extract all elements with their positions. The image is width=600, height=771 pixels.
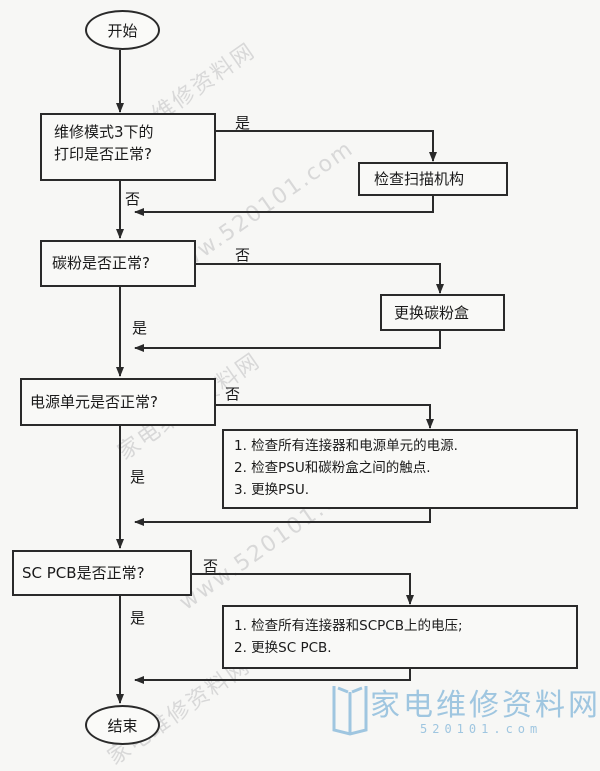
decision-text-line: 打印是否正常?	[54, 145, 152, 163]
no-label: 否	[235, 246, 251, 264]
no-label: 否	[203, 557, 219, 575]
action-text-line: 2. 检查PSU和碳粉盒之间的触点.	[234, 460, 431, 476]
action-check-psu: 1. 检查所有连接器和电源单元的电源. 2. 检查PSU和碳粉盒之间的触点. 3…	[222, 429, 578, 509]
no-label: 否	[125, 190, 141, 208]
decision-text-line: SC PCB是否正常?	[22, 564, 145, 582]
end-label: 结束	[107, 716, 138, 735]
action-text-line: 1. 检查所有连接器和SCPCB上的电压;	[234, 618, 463, 634]
yes-label: 是	[132, 319, 148, 337]
action-check-sc-pcb: 1. 检查所有连接器和SCPCB上的电压; 2. 更换SC PCB.	[222, 605, 578, 669]
start-terminal: 开始	[85, 10, 160, 50]
no-label: 否	[225, 385, 241, 403]
flowchart-canvas: 家电维修资料网 www.520101.com 家电维修资料网 www.52010…	[12, 10, 600, 770]
start-label: 开始	[107, 21, 138, 40]
action-text-line: 3. 更换PSU.	[234, 482, 310, 498]
action-text-line: 检查扫描机构	[374, 170, 465, 188]
decision-text-line: 维修模式3下的	[54, 123, 154, 141]
decision-print-normal: 维修模式3下的 打印是否正常?	[40, 113, 216, 181]
action-replace-toner: 更换碳粉盒	[380, 294, 505, 331]
site-logo-url: 520101.com	[420, 722, 543, 736]
decision-power-unit-normal: 电源单元是否正常?	[20, 378, 216, 426]
site-logo-text: 家电维修资料网	[370, 688, 600, 723]
connector-lines	[116, 50, 444, 704]
decision-text-line: 电源单元是否正常?	[30, 393, 158, 411]
decision-sc-pcb-normal: SC PCB是否正常?	[12, 550, 192, 596]
yes-label: 是	[130, 468, 146, 486]
action-text-line: 2. 更换SC PCB.	[234, 640, 332, 656]
end-terminal: 结束	[85, 705, 160, 745]
decision-text-line: 碳粉是否正常?	[52, 254, 150, 272]
decision-toner-normal: 碳粉是否正常?	[40, 240, 196, 287]
yes-label: 是	[235, 114, 251, 132]
action-check-scanner: 检查扫描机构	[358, 162, 508, 196]
yes-label: 是	[130, 609, 146, 627]
action-text-line: 1. 检查所有连接器和电源单元的电源.	[234, 438, 458, 454]
book-logo-icon	[332, 686, 368, 736]
action-text-line: 更换碳粉盒	[394, 304, 470, 322]
